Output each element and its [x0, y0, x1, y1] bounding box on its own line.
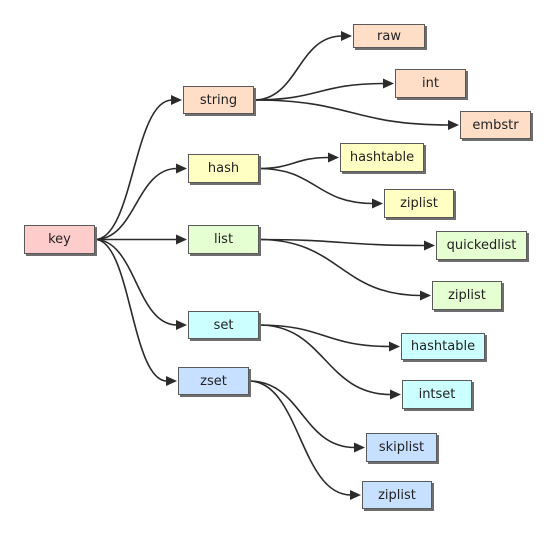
edge-set-to-intset: [258, 324, 392, 396]
node-string: string: [183, 86, 254, 114]
node-raw: raw: [353, 24, 425, 48]
arrowhead-list-to-quicklist: [424, 240, 435, 251]
arrowhead-key-to-hash: [176, 163, 187, 174]
arrowhead-key-to-set: [176, 320, 187, 330]
node-ziplist-hash: ziplist: [384, 189, 454, 218]
edge-hash-to-ziplist1: [258, 167, 374, 205]
node-skiplist: skiplist: [366, 433, 437, 462]
arrowhead-key-to-zset: [166, 376, 177, 386]
arrowhead-zset-to-ziplist3: [350, 490, 361, 500]
node-embstr: embstr: [460, 111, 531, 139]
arrowhead-string-to-raw: [341, 31, 352, 41]
edge-string-to-raw: [253, 35, 343, 101]
arrowhead-hash-to-ziplist1: [372, 198, 383, 209]
node-hashtable-hash: hashtable: [340, 143, 424, 172]
arrowhead-list-to-ziplist2: [420, 290, 431, 301]
node-set: set: [188, 311, 259, 339]
edge-list-to-quicklist: [258, 238, 426, 247]
node-key: key: [24, 225, 95, 254]
arrowhead-string-to-embstr: [448, 120, 459, 130]
edge-zset-to-skiplist: [248, 380, 356, 449]
node-list: list: [188, 225, 259, 254]
edge-string-to-embstr: [253, 99, 450, 126]
node-zset: zset: [178, 367, 249, 395]
arrowhead-hash-to-hashtable1: [328, 152, 339, 163]
arrowhead-string-to-int: [383, 78, 394, 89]
arrowhead-set-to-hashtable2: [389, 341, 400, 352]
node-quickedlist: quickedlist: [436, 231, 527, 260]
edge-key-to-zset: [94, 238, 168, 382]
arrowhead-key-to-string: [171, 95, 182, 105]
node-ziplist-zset: ziplist: [362, 481, 432, 509]
node-int: int: [395, 69, 466, 98]
edge-key-to-hash: [94, 167, 178, 241]
node-intset: intset: [402, 380, 472, 409]
edge-zset-to-ziplist3: [248, 380, 352, 496]
node-ziplist-list: ziplist: [432, 281, 502, 310]
arrowhead-zset-to-skiplist: [354, 442, 365, 453]
edge-string-to-int: [253, 82, 385, 101]
arrowhead-key-to-list: [176, 234, 187, 245]
node-hash: hash: [188, 154, 259, 183]
edge-key-to-set: [94, 238, 178, 326]
edge-hash-to-hashtable1: [258, 156, 330, 170]
arrowhead-set-to-intset: [390, 389, 401, 400]
edge-key-to-string: [94, 99, 173, 241]
node-hashtable-set: hashtable: [401, 333, 485, 360]
edge-set-to-hashtable2: [258, 324, 391, 348]
edge-list-to-ziplist2: [258, 238, 422, 297]
